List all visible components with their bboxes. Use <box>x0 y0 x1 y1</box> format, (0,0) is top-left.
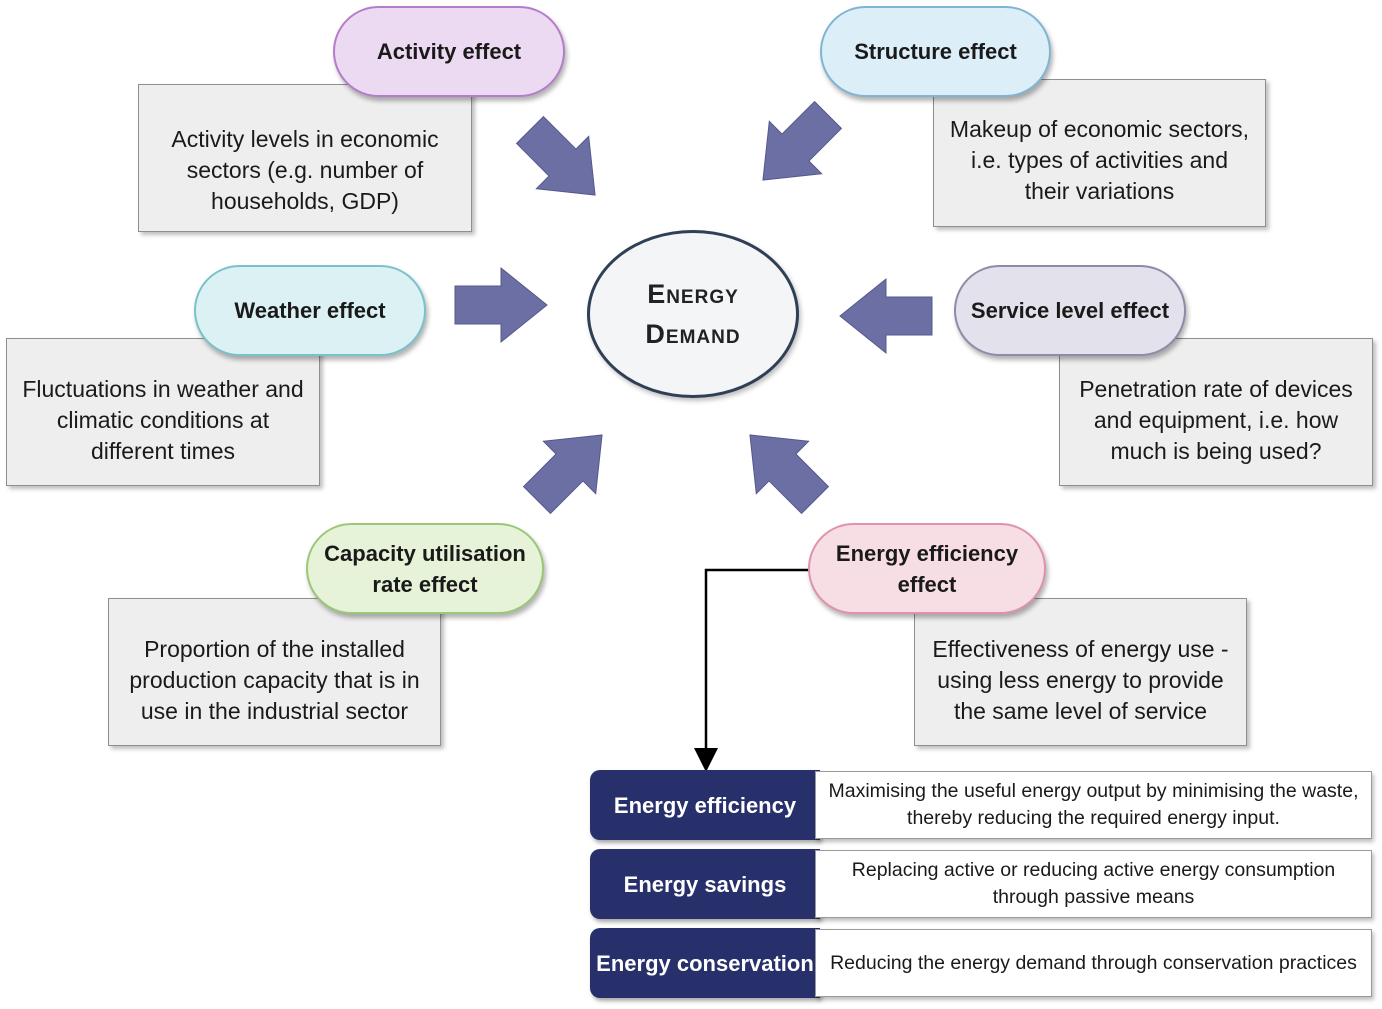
energy-efficiency-effect-pill: Energy efficiency effect <box>808 523 1046 614</box>
activity-effect-pill: Activity effect <box>333 6 565 97</box>
definition-energy-efficiency: Maximising the useful energy output by m… <box>815 771 1372 839</box>
activity-description: Activity levels in economic sectors (e.g… <box>138 84 472 232</box>
service-level-description: Penetration rate of devices and equipmen… <box>1059 338 1373 486</box>
term-energy-savings: Energy savings <box>590 849 820 919</box>
arrow-from-activity <box>503 103 622 222</box>
term-energy-efficiency: Energy efficiency <box>590 770 820 840</box>
arrow-from-weather <box>454 267 548 343</box>
weather-effect-pill: Weather effect <box>194 265 426 356</box>
arrow-from-service <box>839 278 933 354</box>
arrow-from-capacity <box>510 408 629 527</box>
service-level-effect-pill: Service level effect <box>954 265 1186 356</box>
arrow-from-efficiency <box>723 408 842 527</box>
efficiency-description: Effectiveness of energy use - using less… <box>914 598 1247 746</box>
arrow-from-structure <box>736 88 855 207</box>
connector-arrowhead <box>694 748 718 772</box>
definition-energy-savings: Replacing active or reducing active ener… <box>815 850 1372 918</box>
center-line-1: Energy <box>647 279 739 309</box>
term-energy-conservation: Energy conservation <box>590 928 820 998</box>
capacity-utilisation-effect-pill: Capacity utilisation rate effect <box>306 523 544 614</box>
capacity-description: Proportion of the installed production c… <box>108 598 441 746</box>
definition-energy-conservation: Reducing the energy demand through conse… <box>815 929 1372 997</box>
center-line-2: Demand <box>645 319 741 349</box>
connector-line <box>704 568 810 752</box>
structure-description: Makeup of economic sectors, i.e. types o… <box>933 79 1266 227</box>
energy-demand-node: Energy Demand <box>587 230 799 398</box>
weather-description: Fluctuations in weather and climatic con… <box>6 338 320 486</box>
structure-effect-pill: Structure effect <box>820 6 1051 97</box>
